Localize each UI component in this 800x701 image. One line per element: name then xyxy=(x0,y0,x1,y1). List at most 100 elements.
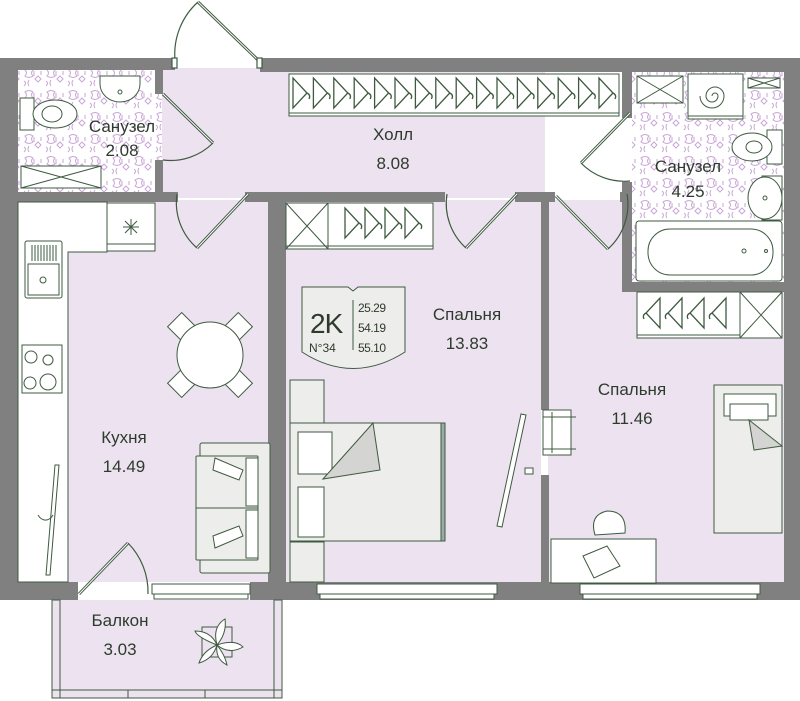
wall xyxy=(155,160,163,200)
hanger-icon xyxy=(384,206,403,240)
tv-icon xyxy=(496,413,534,528)
room-area: 2.08 xyxy=(105,141,139,160)
wall xyxy=(622,182,632,292)
bathroom-small-fixtures xyxy=(19,75,141,189)
hanger-icon xyxy=(353,76,372,110)
wall xyxy=(0,58,175,70)
tv-icon xyxy=(45,464,60,576)
toilet-tank xyxy=(19,97,35,131)
bedroom-2-wardrobe xyxy=(636,291,783,339)
living-area: 25.29 xyxy=(358,301,386,315)
floor-balcony xyxy=(52,600,282,698)
hanger-icon xyxy=(373,76,392,110)
hanger-icon xyxy=(414,76,433,110)
balcony-railing xyxy=(51,599,283,699)
hanger-icons xyxy=(292,76,617,110)
wall xyxy=(784,58,800,600)
wall xyxy=(0,582,78,600)
sofa xyxy=(195,442,271,574)
chair-icon xyxy=(593,510,626,536)
kitchen-fixtures xyxy=(17,201,156,583)
room-area: 3.03 xyxy=(103,640,137,659)
window xyxy=(582,593,758,600)
hanger-icon xyxy=(404,206,423,240)
dining-table xyxy=(166,311,254,399)
hanger-icons xyxy=(344,206,423,240)
wall xyxy=(18,192,178,202)
hanger-icon xyxy=(708,296,727,330)
room-label-bathroom-small: Санузел 2.08 xyxy=(89,116,155,161)
hanger-icon xyxy=(537,76,556,110)
hanger-icon xyxy=(333,76,352,110)
room-name: Спальня xyxy=(597,380,667,399)
hall-wardrobe xyxy=(288,73,620,117)
hanger-icon xyxy=(598,76,617,110)
wall xyxy=(245,192,445,202)
stove-icon xyxy=(21,344,63,394)
wall xyxy=(515,192,555,202)
room-label-kitchen: Кухня 14.49 xyxy=(101,427,147,477)
bathroom-large-door xyxy=(579,111,632,182)
hanger-icon xyxy=(344,206,363,240)
bedroom-1-door xyxy=(445,192,519,250)
wall xyxy=(0,58,18,600)
wall xyxy=(260,58,800,72)
room-name: Кухня xyxy=(101,428,147,447)
hanger-icon xyxy=(364,206,383,240)
hanger-icon xyxy=(496,76,515,110)
bathroom-small-door xyxy=(161,92,215,162)
sink-icon xyxy=(747,176,783,220)
apartment-type: 2K xyxy=(310,308,343,339)
balcony-door xyxy=(77,541,149,596)
window xyxy=(151,583,251,595)
room-label-hall: Холл 8.08 xyxy=(373,124,413,174)
bedroom-1-wardrobe xyxy=(285,202,434,250)
table-icon xyxy=(176,321,244,389)
room-name: Спальня xyxy=(432,305,502,324)
room-name: Холл xyxy=(372,125,414,144)
hanger-icon xyxy=(475,76,494,110)
room-label-bathroom-large: Санузел 4.25 xyxy=(655,156,721,202)
bedroom-2-furniture xyxy=(542,384,784,584)
doors xyxy=(77,0,632,596)
hanger-icon xyxy=(292,76,311,110)
wall xyxy=(541,475,549,582)
hanger-icon xyxy=(312,76,331,110)
total-area-with-balcony: 55.10 xyxy=(358,341,386,355)
room-label-bedroom-2: Спальня 11.46 xyxy=(598,379,666,429)
entrance-door xyxy=(171,0,263,69)
room-name: Санузел xyxy=(88,117,156,136)
toilet-icon xyxy=(32,99,78,129)
hanger-icon xyxy=(455,76,474,110)
plant-icon xyxy=(194,618,244,666)
room-label-balcony: Балкон 3.03 xyxy=(91,610,148,660)
room-label-bedroom-1: Спальня 13.83 xyxy=(433,304,501,354)
toilet-icon xyxy=(731,132,773,162)
window xyxy=(579,583,761,595)
hanger-icon xyxy=(664,296,683,330)
washing-machine-icon xyxy=(687,73,744,120)
room-area: 8.08 xyxy=(376,154,410,173)
apartment-info-badge: 2K N°34 25.29 54.19 55.10 xyxy=(302,286,402,376)
hanger-icon xyxy=(577,76,596,110)
window xyxy=(153,593,249,600)
hanger-icon xyxy=(642,296,661,330)
room-area: 4.25 xyxy=(671,182,705,201)
room-area: 14.49 xyxy=(102,457,146,476)
window xyxy=(319,593,495,600)
apartment-number: N°34 xyxy=(309,341,336,355)
hanger-icons xyxy=(642,296,727,330)
room-area: 11.46 xyxy=(611,409,653,428)
hanger-icon xyxy=(557,76,576,110)
total-area: 54.19 xyxy=(358,321,386,335)
wall xyxy=(541,192,549,410)
window xyxy=(316,583,498,595)
hanger-icon xyxy=(516,76,535,110)
double-bed xyxy=(289,379,446,583)
kitchen-door xyxy=(175,192,250,250)
hanger-icon xyxy=(686,296,705,330)
room-name: Санузел xyxy=(654,157,722,176)
hanger-icon xyxy=(394,76,413,110)
hanger-icon xyxy=(435,76,454,110)
